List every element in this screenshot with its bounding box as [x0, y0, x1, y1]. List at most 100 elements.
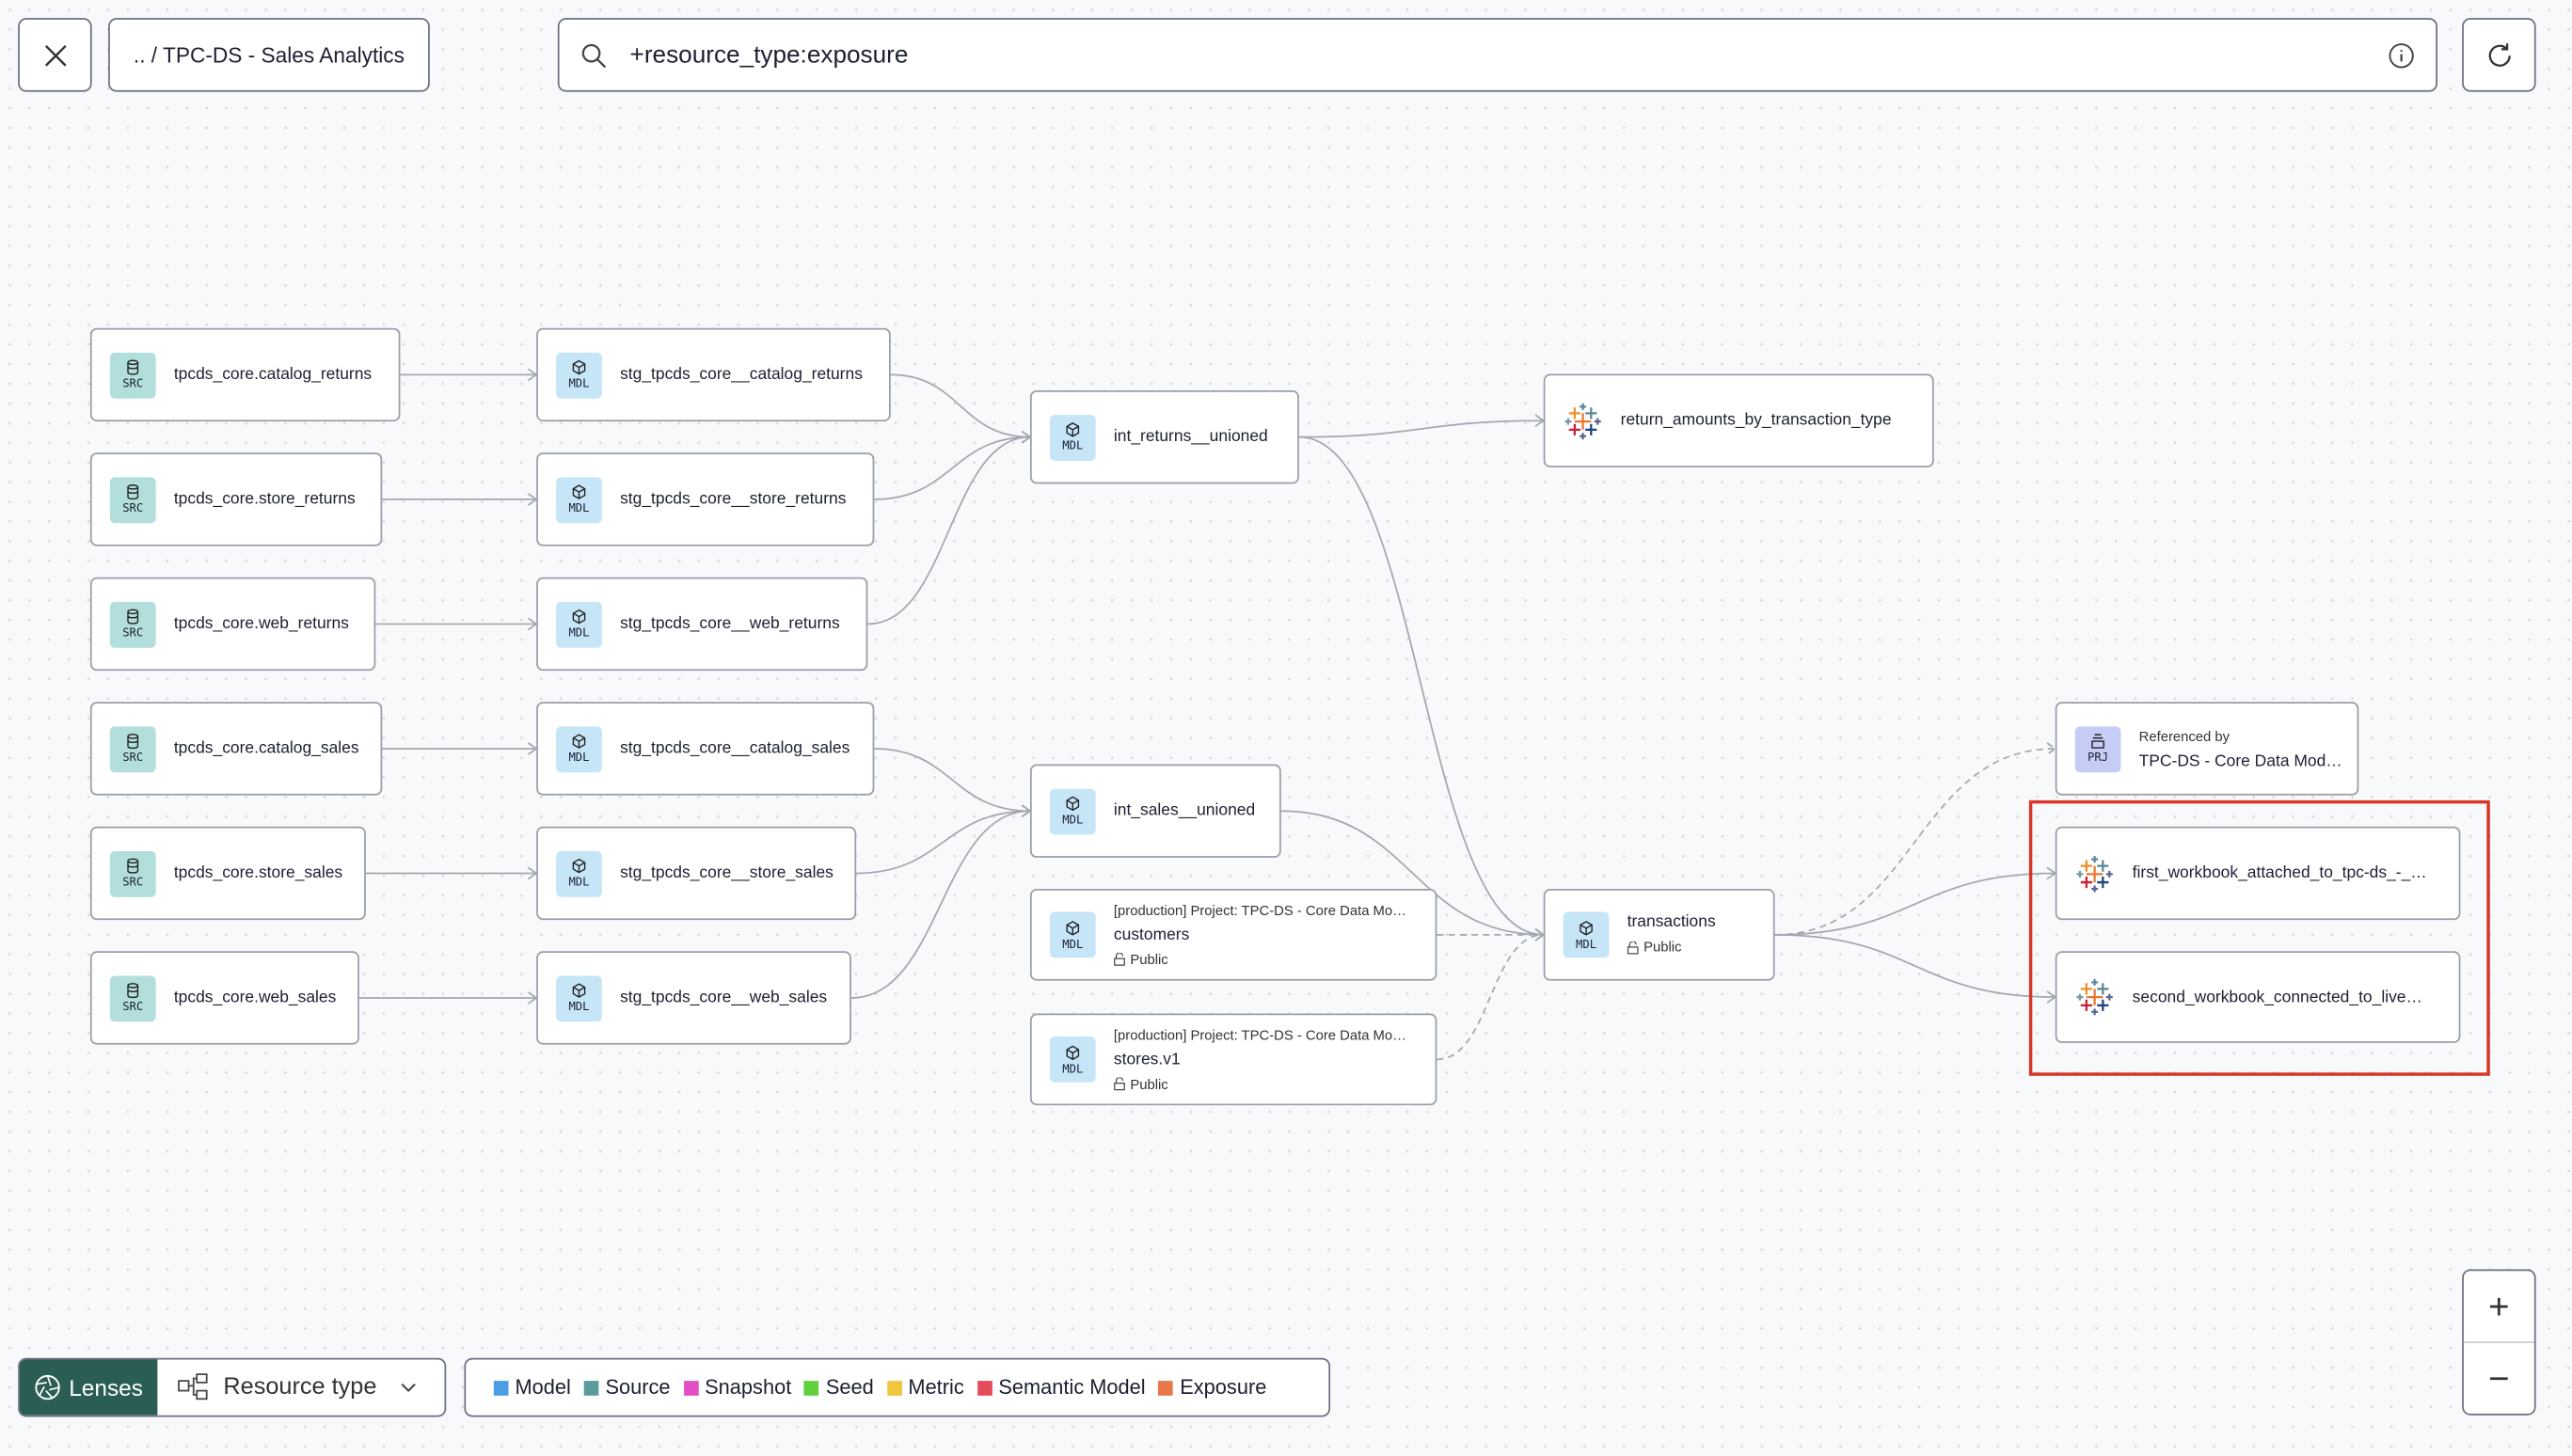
- mdl-badge: MDL: [556, 476, 602, 523]
- node-label: tpcds_core.store_returns: [173, 490, 356, 509]
- badge-label: MDL: [1062, 439, 1084, 453]
- lenses-control[interactable]: Lenses Resource type: [18, 1357, 447, 1417]
- legend-swatch: [583, 1380, 599, 1395]
- node-wb2[interactable]: second_workbook_connected_to_live…: [2055, 951, 2461, 1043]
- tableau-icon: [2076, 855, 2113, 892]
- src-badge: SRC: [109, 974, 156, 1021]
- badge-label: MDL: [1062, 1061, 1084, 1075]
- zoom-out-button[interactable]: −: [2488, 1356, 2510, 1399]
- access-label: Public: [1130, 950, 1168, 967]
- node-label: return_amounts_by_transaction_type: [1620, 411, 1892, 430]
- edge-stg_ws-to-int_s: [850, 804, 1032, 999]
- zoom-controls: + −: [2462, 1269, 2536, 1416]
- legend-item: Exposure: [1158, 1375, 1267, 1400]
- node-src-ws[interactable]: SRC tpcds_core.web_sales: [89, 951, 359, 1045]
- badge-label: MDL: [568, 1000, 590, 1014]
- node-label: stg_tpcds_core__store_sales: [620, 863, 834, 883]
- badge-label: PRJ: [2088, 751, 2109, 765]
- node-stg-wr[interactable]: MDL stg_tpcds_core__web_returns: [536, 577, 868, 672]
- mdl-badge: MDL: [556, 850, 602, 896]
- node-stg-ws[interactable]: MDL stg_tpcds_core__web_sales: [536, 951, 851, 1045]
- legend-item: Source: [583, 1375, 671, 1400]
- legend-item: Model: [493, 1375, 571, 1400]
- legend-swatch: [1158, 1380, 1174, 1395]
- edge-cust-to-trans: [1437, 928, 1546, 942]
- src-badge: SRC: [109, 725, 156, 772]
- tableau-icon: [1564, 403, 1601, 439]
- resource-type-dropdown[interactable]: Resource type: [158, 1359, 437, 1415]
- badge-label: MDL: [1062, 813, 1084, 827]
- legend-label: Exposure: [1180, 1375, 1267, 1400]
- search-input[interactable]: [627, 39, 2389, 71]
- node-label: stg_tpcds_core__web_sales: [620, 989, 828, 1007]
- node-access: Public: [1114, 1071, 1406, 1096]
- refresh-button[interactable]: [2462, 18, 2536, 92]
- node-src-cr[interactable]: SRC tpcds_core.catalog_returns: [89, 327, 401, 422]
- badge-label: MDL: [568, 876, 590, 890]
- node-wb1[interactable]: first_workbook_attached_to_tpc-ds_-_…: [2055, 826, 2461, 921]
- badge-label: MDL: [568, 626, 590, 641]
- node-stores[interactable]: MDL [production] Project: TPC-DS - Core D…: [1029, 1013, 1437, 1106]
- hierarchy-icon: [178, 1373, 208, 1401]
- node-project: Referenced by: [2138, 727, 2231, 744]
- edge-stg_wr-to-int_r: [867, 430, 1032, 625]
- lenses-button[interactable]: Lenses: [19, 1359, 158, 1416]
- node-ret-amt[interactable]: return_amounts_by_transaction_type: [1543, 373, 1934, 467]
- src-badge: SRC: [109, 352, 156, 398]
- node-cust[interactable]: MDL[production] Project: TPC-DS - Core D…: [1029, 889, 1437, 981]
- legend-label: Metric: [908, 1375, 964, 1400]
- legend-item: Metric: [886, 1375, 964, 1400]
- node-prj[interactable]: PRJ Referenced by TPC-DS - Core Data Model…: [2055, 702, 2359, 796]
- zoom-in-button[interactable]: +: [2463, 1271, 2534, 1344]
- mdl-badge: MDL: [1563, 911, 1610, 958]
- breadcrumb[interactable]: .. / TPC-DS - Sales Analytics: [108, 18, 430, 92]
- edge-src_sr-to-stg_sr: [382, 493, 538, 506]
- legend-label: Model: [515, 1375, 571, 1400]
- legend-swatch: [886, 1380, 902, 1395]
- prj-badge: PRJ: [2074, 725, 2121, 772]
- node-label: tpcds_core.web_returns: [173, 614, 349, 634]
- search-bar[interactable]: [557, 18, 2437, 92]
- access-label: Public: [1643, 938, 1682, 955]
- legend-swatch: [976, 1380, 992, 1395]
- legend-label: Source: [605, 1375, 671, 1400]
- node-project: [production] Project: TPC-DS - Core Data…: [1113, 1025, 1406, 1043]
- legend-swatch: [804, 1380, 819, 1395]
- edge-int_r-to-ret_amt: [1298, 414, 1546, 438]
- node-label: tpcds_core.web_sales: [173, 989, 337, 1007]
- node-label: TPC-DS - Core Data Models: [2138, 752, 2344, 770]
- access-label: Public: [1130, 1074, 1168, 1092]
- lock-open-icon: [1114, 1077, 1125, 1091]
- edge-stores-to-trans: [1437, 928, 1546, 1061]
- close-button[interactable]: [18, 18, 92, 92]
- edge-stg_cs-to-int_s: [874, 748, 1032, 818]
- badge-label: MDL: [568, 501, 590, 515]
- node-label: tpcds_core.catalog_returns: [173, 365, 373, 385]
- badge-label: SRC: [122, 1000, 144, 1014]
- badge-label: MDL: [1062, 937, 1084, 951]
- info-icon[interactable]: [2389, 41, 2415, 68]
- mdl-badge: MDL: [556, 974, 602, 1021]
- node-label: int_sales__unioned: [1113, 801, 1256, 820]
- node-int-s[interactable]: MDL int_sales__unioned: [1029, 764, 1281, 858]
- node-label: stores.v1: [1113, 1050, 1181, 1068]
- mdl-badge: MDL: [556, 601, 602, 647]
- search-icon: [581, 42, 607, 68]
- legend-item: Seed: [804, 1376, 874, 1399]
- node-label: stg_tpcds_core__web_returns: [620, 614, 840, 634]
- legend-item: Semantic Model: [976, 1376, 1146, 1399]
- badge-label: SRC: [122, 377, 144, 390]
- node-stg-ss[interactable]: MDL stg_tpcds_core__store_sales: [536, 826, 857, 921]
- legend-swatch: [683, 1380, 699, 1395]
- node-label: stg_tpcds_core__catalog_sales: [620, 739, 850, 758]
